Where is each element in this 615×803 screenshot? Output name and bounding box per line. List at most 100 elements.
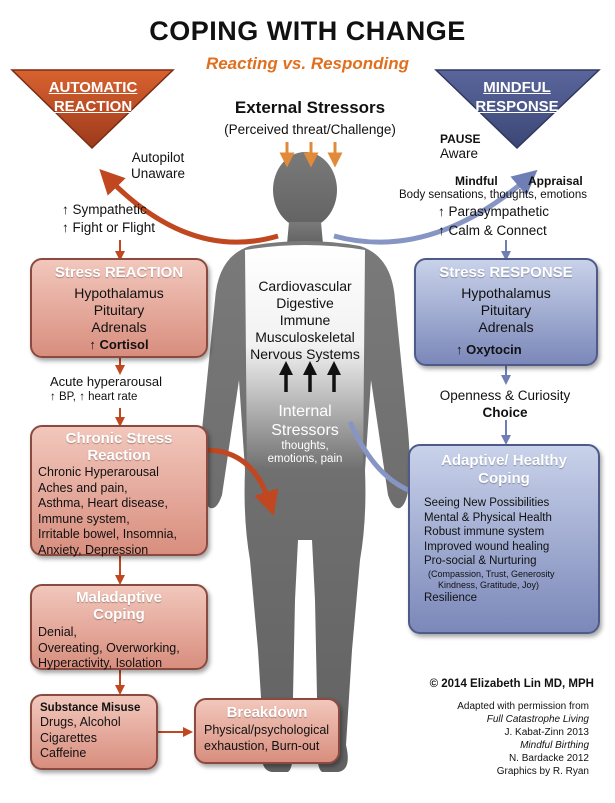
chronic-lines: Chronic Hyperarousal Aches and pain, Ast… [38,465,206,558]
body-system-label: Musculoskeletal [255,329,355,345]
autopilot-label: Autopilot [131,150,185,165]
mindful-word: Mindful [455,174,498,188]
autopilot-text: Autopilot Unaware [118,150,198,182]
list-item: Asthma, Heart disease, [38,496,168,510]
credit-line: Mindful Birthing [520,740,589,751]
list-item: Anxiety, Depression [38,542,149,557]
adrenals-label: Adrenals [478,319,534,335]
external-stressors-subtitle: (Perceived threat/Challenge) [224,122,396,137]
cortisol-label: ↑ Cortisol [89,337,149,352]
list-item: Immune system, [38,511,130,526]
stress-reaction-box: Stress REACTION Hypothalamus Pituitary A… [30,258,208,358]
bp-heart-rate-text: ↑ BP, ↑ heart rate [50,391,138,403]
automatic-label-line2: REACTION [53,98,133,115]
maladaptive-title: Maladaptive Coping [32,589,206,623]
credits-block: Adapted with permission from Full Catast… [404,700,589,778]
list-item: Pro-social & Nurturing [424,555,537,567]
chronic-title-line1: Chronic Stress [65,430,173,447]
body-system-label: Digestive [276,295,334,311]
page-subtitle: Reacting vs. Responding [205,54,410,73]
automatic-label-line1: AUTOMATIC [48,79,138,96]
list-item: Seeing New Possibilities [424,497,550,509]
list-item: Robust immune system [424,526,545,538]
list-item: Physical/psychological [204,723,330,737]
hypothalamus-label: Hypothalamus [461,285,551,301]
thoughts-label: thoughts, [281,440,329,452]
adaptive-lines: Seeing New Possibilities Mental & Physic… [424,496,598,605]
body-system-label: Cardiovascular [258,278,352,294]
unaware-label: Unaware [130,166,186,181]
mindful-response-label: MINDFUL RESPONSE [462,78,572,116]
openness-text: Openness & Curiosity [439,388,571,403]
upward-arrows [279,361,341,392]
breakdown-box: Breakdown Physical/psychological exhaust… [194,698,340,764]
chronic-title-line2: Reaction [87,447,151,464]
reaction-flow-arrows [115,240,193,737]
copyright-text: © 2014 Elizabeth Lin MD, MPH [429,678,594,690]
stress-response-title: Stress RESPONSE [439,264,573,281]
stress-reaction-title: Stress REACTION [54,264,184,281]
chronic-stress-box: Chronic Stress Reaction Chronic Hyperaro… [30,425,208,558]
substance-lines: Drugs, Alcohol Cigarettes Caffeine [40,715,156,762]
hypothalamus-label: Hypothalamus [74,285,164,301]
substance-misuse-title: Substance Misuse [40,702,141,714]
automatic-reaction-triangle [10,69,175,150]
maladaptive-title-line1: Maladaptive [76,589,162,606]
adaptive-coping-box: Adaptive/ Healthy Coping Seeing New Poss… [408,444,600,634]
body-silhouette [200,152,410,772]
list-item: Hyperactivity, Isolation [38,656,163,670]
mindful-label-line1: MINDFUL [483,79,551,96]
parasympathetic-text: ↑ Parasympathetic [438,204,550,219]
list-item: Kindness, Gratitude, Joy) [438,579,540,590]
list-item: (Compassion, Trust, Generosity [428,568,555,579]
body-system-label: Immune [279,312,331,328]
list-item: exhaustion, Burn-out [204,738,320,753]
list-item: Aches and pain, [38,480,128,495]
list-item: Denial, [38,625,77,639]
credit-line: N. Bardacke 2012 [508,753,589,764]
mindful-response-triangle [434,69,601,150]
stressors-label: Stressors [271,422,339,439]
stress-response-lines: Hypothalamus Pituitary Adrenals [416,285,596,336]
list-item: Irritable bowel, Insomnia, [38,527,177,541]
calm-connect-text: ↑ Calm & Connect [438,223,547,238]
pituitary-label: Pituitary [93,302,145,318]
sympathetic-text: ↑ Sympathetic [62,202,147,217]
external-stressor-arrows [279,142,343,168]
credit-line: J. Kabat-Zinn 2013 [504,727,590,738]
fight-flight-text: ↑ Fight or Flight [62,220,156,235]
aware-label: Aware [440,146,479,161]
resilience-label: Resilience [424,591,478,604]
reaction-curve-arrow [99,169,279,245]
acute-hyperarousal-text: Acute hyperarousal [50,374,163,389]
adrenals-label: Adrenals [91,319,147,335]
list-item: Caffeine [40,746,87,760]
external-stressors-title: External Stressors [234,98,386,117]
list-item: Improved wound healing [424,540,550,553]
substance-misuse-box: Substance Misuse Drugs, Alcohol Cigarett… [30,694,158,770]
automatic-reaction-label: AUTOMATIC REACTION [36,78,150,116]
list-item: Cigarettes [40,730,97,745]
credit-line: Graphics by R. Ryan [496,766,589,777]
body-system-label: Nervous Systems [250,346,360,362]
stress-reaction-lines: Hypothalamus Pituitary Adrenals ↑ Cortis… [32,285,206,353]
page-title: COPING WITH CHANGE [149,16,466,46]
list-item: Drugs, Alcohol [40,715,121,729]
list-item: Overeating, Overworking, [38,640,180,655]
pituitary-label: Pituitary [480,302,532,318]
body-systems-list: Cardiovascular Digestive Immune Musculos… [245,278,365,363]
chronic-stress-title: Chronic Stress Reaction [32,430,206,464]
breakdown-lines: Physical/psychological exhaustion, Burn-… [204,723,338,754]
appraisal-word: Appraisal [528,174,583,188]
adaptive-title-line1: Adaptive/ Healthy [441,452,567,469]
response-curve-arrow [333,169,538,245]
internal-label: Internal [278,403,332,420]
credit-line: Full Catastrophe Living [486,714,589,725]
pause-label: PAUSE [440,132,481,146]
emotions-pain-label: emotions, pain [267,453,343,465]
internal-stressors: Internal Stressors thoughts, emotions, p… [245,402,365,466]
maladaptive-lines: Denial, Overeating, Overworking, Hyperac… [38,625,206,672]
stress-response-box: Stress RESPONSE Hypothalamus Pituitary A… [414,258,598,366]
maladaptive-coping-box: Maladaptive Coping Denial, Overeating, O… [30,584,208,670]
